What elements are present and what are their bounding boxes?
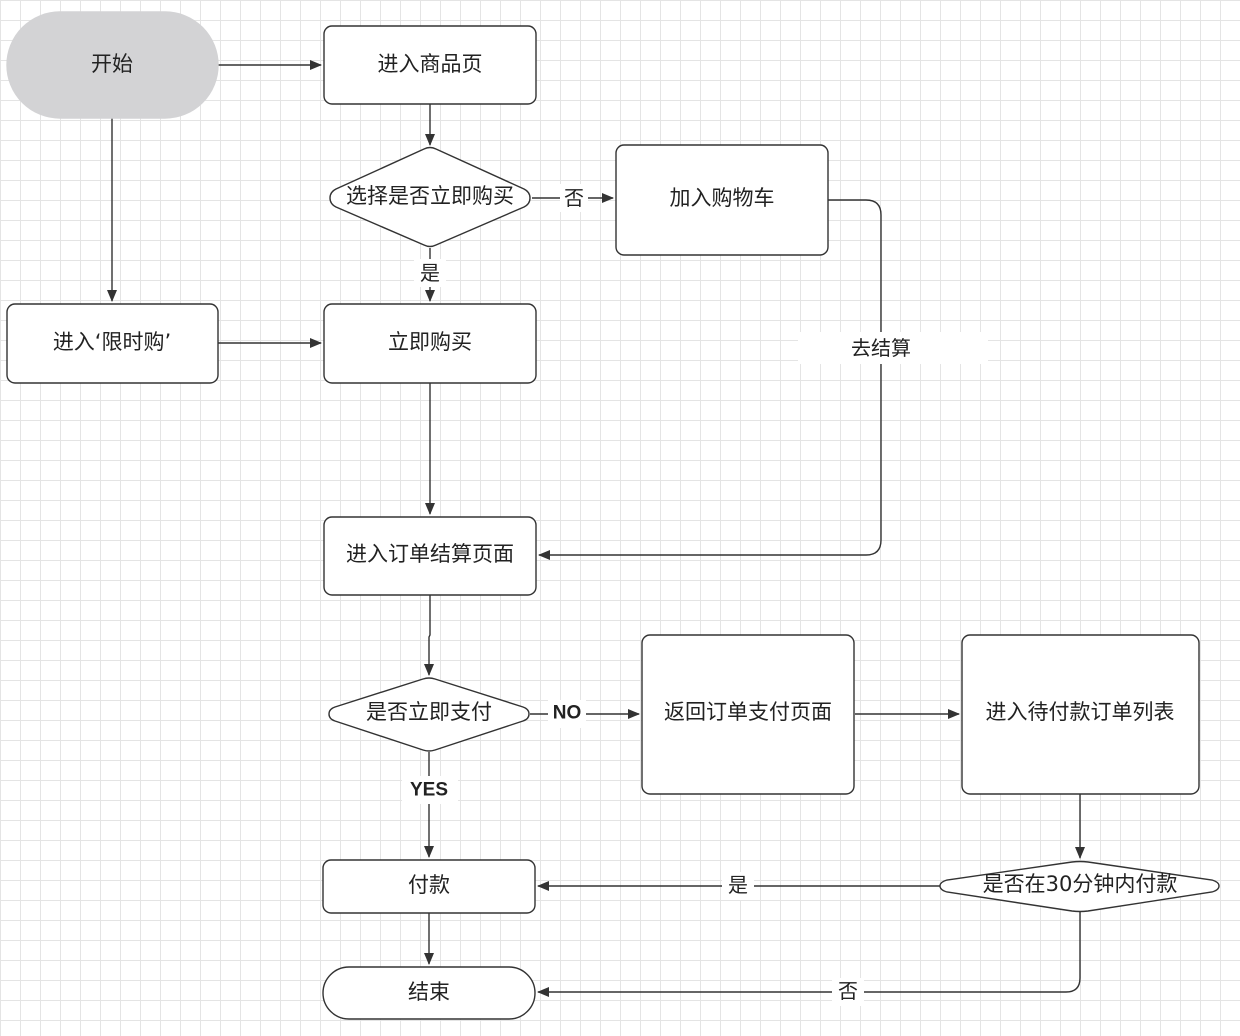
node-return-payment-label: 返回订单支付页面: [664, 700, 832, 724]
node-add-to-cart-label: 加入购物车: [670, 186, 775, 210]
node-buy-now-label: 立即购买: [388, 330, 472, 354]
node-order-checkout-label: 进入订单结算页面: [346, 542, 514, 566]
node-flash-sale-label: 进入‘限时购’: [53, 330, 171, 354]
edge-label-no-30: 否: [838, 979, 858, 1003]
edge-30-decision-to-end: [537, 912, 1081, 997]
node-order-checkout[interactable]: 进入订单结算页面: [323, 516, 537, 596]
edge-label-no-cart: 否: [564, 186, 584, 210]
edges: [107, 60, 1085, 997]
edge-label-yes-pay: YES: [410, 780, 448, 801]
node-return-payment[interactable]: 返回订单支付页面: [641, 634, 855, 795]
node-pay-in-30-decision-label: 是否在30分钟内付款: [983, 872, 1178, 896]
node-start-label: 开始: [91, 52, 133, 76]
edge-label-yes-30: 是: [728, 873, 748, 897]
node-buy-now-decision[interactable]: 选择是否立即购买: [329, 146, 531, 248]
node-pay-now-decision-label: 是否立即支付: [366, 700, 492, 724]
node-product-page-label: 进入商品页: [378, 52, 483, 76]
edge-label-yes-buy: 是: [420, 261, 440, 285]
edge-label-checkout: 去结算: [851, 336, 911, 360]
node-flash-sale[interactable]: 进入‘限时购’: [6, 303, 219, 384]
edge-checkout-to-pay-decision: [424, 595, 434, 676]
node-buy-now[interactable]: 立即购买: [323, 303, 537, 384]
node-product-page[interactable]: 进入商品页: [323, 25, 537, 105]
node-pending-orders[interactable]: 进入待付款订单列表: [961, 634, 1200, 795]
node-pay-in-30-decision[interactable]: 是否在30分钟内付款: [939, 860, 1220, 913]
node-add-to-cart[interactable]: 加入购物车: [615, 144, 829, 256]
node-pending-orders-label: 进入待付款订单列表: [986, 700, 1175, 724]
node-end[interactable]: 结束: [322, 966, 536, 1020]
node-end-label: 结束: [408, 980, 450, 1004]
node-start[interactable]: 开始: [6, 11, 219, 119]
node-pay[interactable]: 付款: [322, 859, 536, 914]
edge-cart-to-checkout: [538, 199, 882, 560]
edge-labels: 否 是 去结算 NO YES 是 否: [402, 184, 988, 1006]
node-pay-label: 付款: [408, 873, 450, 897]
node-buy-now-decision-label: 选择是否立即购买: [346, 184, 514, 208]
edge-label-no-pay: NO: [553, 703, 582, 724]
node-pay-now-decision[interactable]: 是否立即支付: [328, 677, 530, 752]
